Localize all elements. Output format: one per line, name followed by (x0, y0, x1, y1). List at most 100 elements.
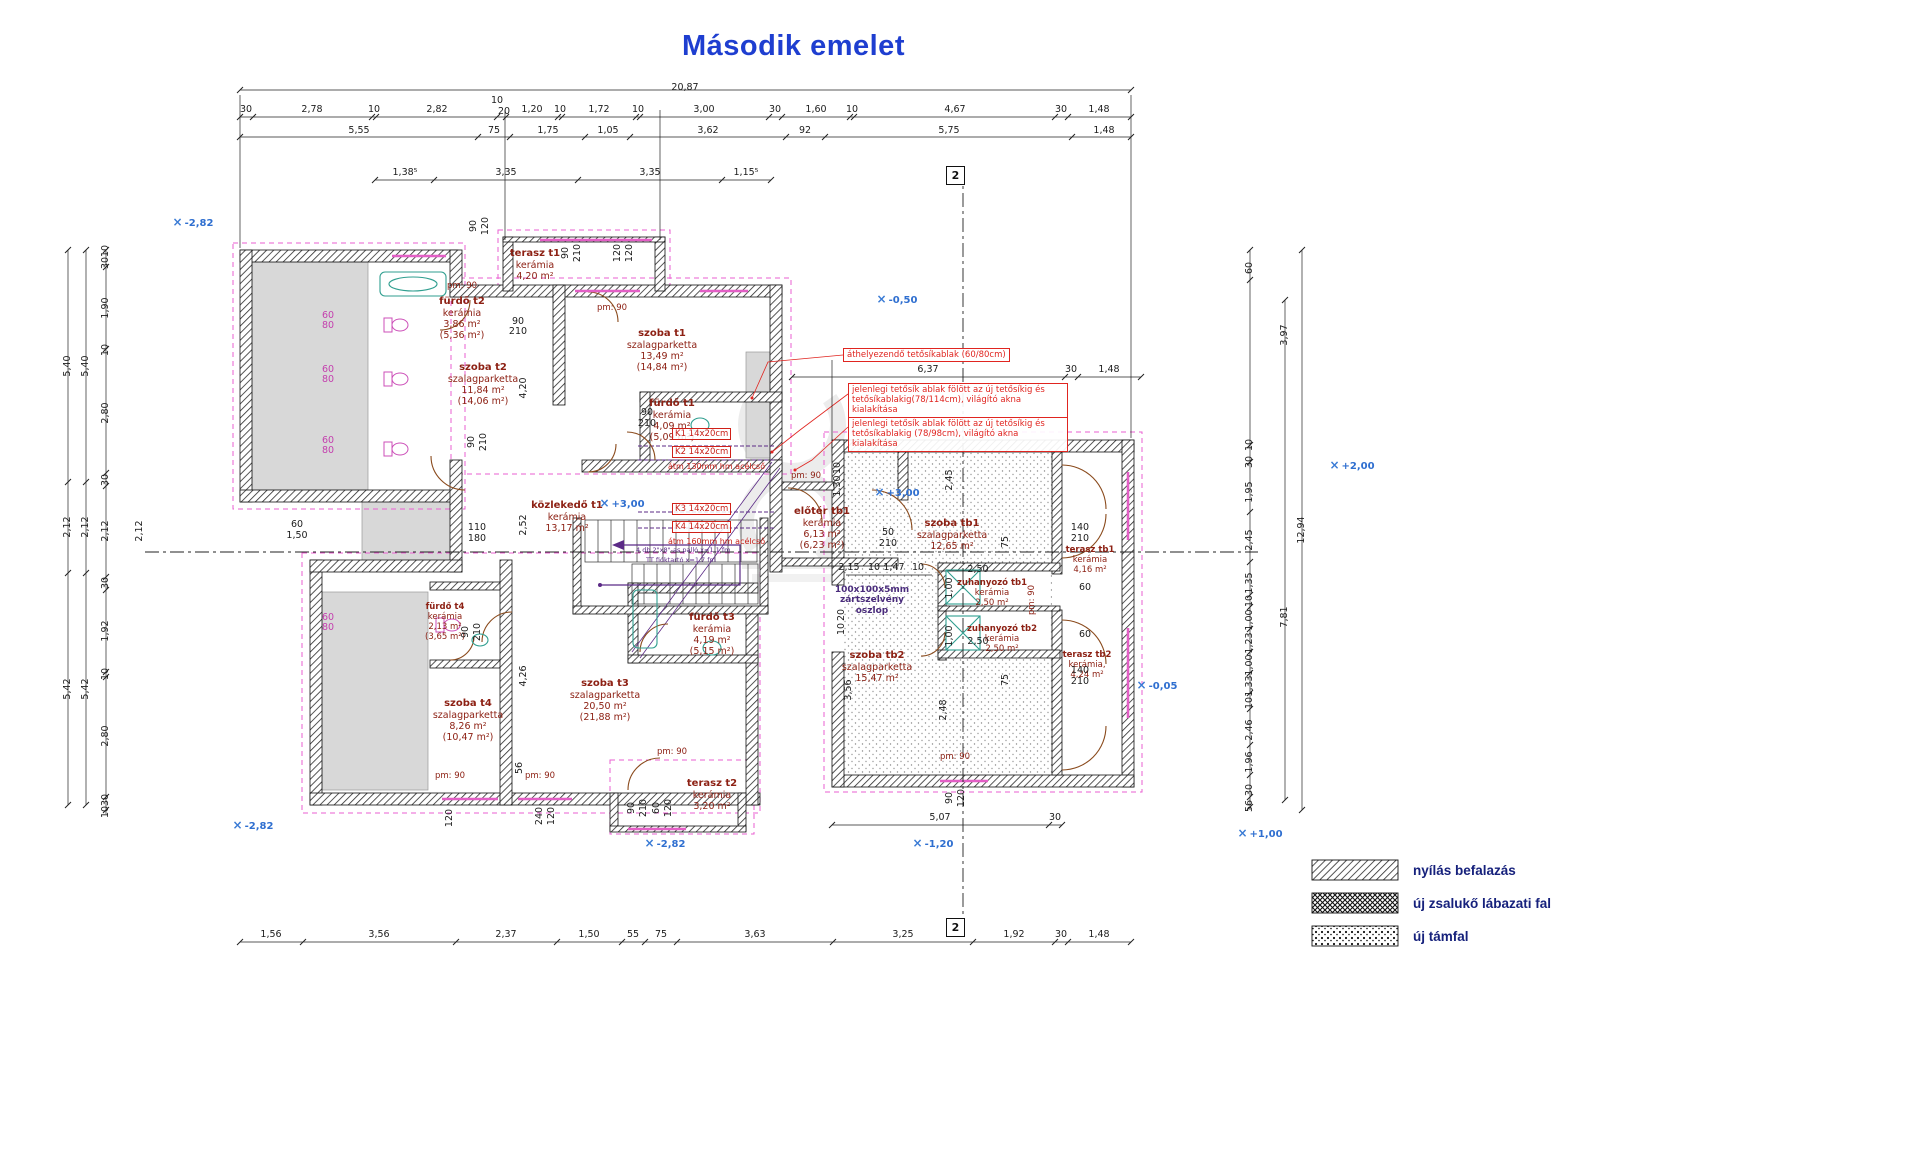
dim-label: 3,63 (744, 929, 766, 941)
dim-label: 90 (468, 219, 480, 233)
dim-label: 90 (560, 246, 572, 260)
dim-label: 2,82 (426, 104, 448, 116)
dim-label: 1,56 (260, 929, 282, 941)
dim-label: 90 (511, 316, 525, 328)
level-marker: ×-1,20 (912, 836, 954, 850)
dim-label: 10 (867, 562, 881, 574)
dim-label: 3,56 (843, 679, 855, 701)
dim-label: 2,52 (518, 514, 530, 536)
dim-label: 5,07 (929, 812, 951, 824)
dim-label: 4,67 (944, 104, 966, 116)
dim-label: 1,05 (597, 125, 619, 137)
dim-label: 60 (1244, 261, 1256, 275)
dim-label: 10 (553, 104, 567, 116)
dim-label: 5,42 (62, 678, 74, 700)
dim-label: 1,50 (286, 530, 308, 542)
dim-label: 90 (626, 801, 638, 815)
dim-label: 1,38⁵ (392, 167, 418, 179)
dim-label: 1,48 (1088, 929, 1110, 941)
level-marker: ×+3,00 (599, 496, 645, 510)
dim-label: 10 (1244, 696, 1256, 710)
dim-label: 3,35 (639, 167, 661, 179)
dim-label: 1,90 (100, 297, 112, 319)
dim-label: 30 (100, 576, 112, 590)
dim-label: 90 (640, 407, 654, 419)
dim-label: 2,50 (967, 564, 989, 576)
dim-label: 3,35 (495, 167, 517, 179)
dim-label: 20 (836, 608, 848, 622)
parapet-label: pm: 90 (939, 752, 971, 762)
dim-label: 5,40 (62, 355, 74, 377)
dim-label: 92 (798, 125, 812, 137)
dim-label: 1,15⁵ (733, 167, 759, 179)
survey-cross-icon: × (599, 496, 610, 510)
dim-label: 210 (1070, 533, 1090, 545)
dim-label: 30 (1054, 929, 1068, 941)
level-marker: ×+2,00 (1329, 458, 1375, 472)
dim-label: 1,00 (1244, 654, 1256, 676)
parapet-label: pm: 90 (656, 747, 688, 757)
dim-label: 80 (321, 622, 335, 634)
dim-label: 1,23 (1244, 632, 1256, 654)
dim-label: 210 (638, 798, 650, 818)
dim-label: 5,40 (80, 355, 92, 377)
dim-label: 75 (487, 125, 501, 137)
dim-label: 60 (321, 364, 335, 376)
survey-cross-icon: × (912, 836, 923, 850)
windows-layer (392, 238, 1130, 831)
dim-label: 3,00 (693, 104, 715, 116)
legend-item-nyilas-befalazas: nyílás befalazás (1413, 863, 1516, 878)
dim-label: 1,20 (521, 104, 543, 116)
dim-label: 60 (1078, 629, 1092, 641)
callout-roof-window-78-114: jelenlegi tetősík ablak fölött az új tet… (848, 383, 1068, 418)
dim-label: 2,80 (100, 402, 112, 424)
dim-label: 240 (534, 806, 546, 826)
callout-roof-window: áthelyezendő tetősíkablak (60/80cm) (843, 348, 1010, 363)
dim-label: 210 (637, 418, 657, 430)
dim-label: 30 (1244, 783, 1256, 797)
dim-label: 120 (956, 788, 968, 808)
dim-label: 5,55 (348, 125, 370, 137)
dim-label: 1,30 (832, 475, 844, 497)
dim-label: 10 (1244, 594, 1256, 608)
beam-label-k3: K3 14x20cm (672, 503, 732, 515)
section-line (145, 168, 1258, 930)
parapet-label: pm: 90 (790, 471, 822, 481)
dim-label: 20,87 (671, 82, 699, 94)
stipple-floor (844, 452, 1052, 775)
dim-label: 30 (1244, 455, 1256, 469)
dim-label: 2,78 (301, 104, 323, 116)
dim-label: 30 (100, 256, 112, 270)
dim-label: 2,50 (967, 636, 989, 648)
page-title: Második emelet (682, 30, 905, 62)
dim-label: 10 (911, 562, 925, 574)
dim-label: 1,92 (100, 620, 112, 642)
dim-label: 10 (490, 95, 504, 107)
dim-label: 10 (631, 104, 645, 116)
dim-label: 10 (845, 104, 859, 116)
survey-cross-icon: × (874, 485, 885, 499)
dim-label: 1,50 (578, 929, 600, 941)
dim-label: 2,48 (938, 699, 950, 721)
dim-label: 120 (624, 243, 636, 263)
dim-label: 120 (546, 806, 558, 826)
dim-label: 80 (321, 445, 335, 457)
dim-label: 75 (1000, 673, 1012, 687)
dim-label: 2,45 (1244, 529, 1256, 551)
survey-cross-icon: × (172, 215, 183, 229)
parapet-label: pm: 90 (524, 771, 556, 781)
dim-label: 75 (654, 929, 668, 941)
dim-label: 1,00 (1244, 609, 1256, 631)
dim-label: 60 (321, 310, 335, 322)
section-marker-bottom: 2 (946, 918, 965, 937)
dim-label: 1,96 (1244, 751, 1256, 773)
dim-label: 6,37 (917, 364, 939, 376)
